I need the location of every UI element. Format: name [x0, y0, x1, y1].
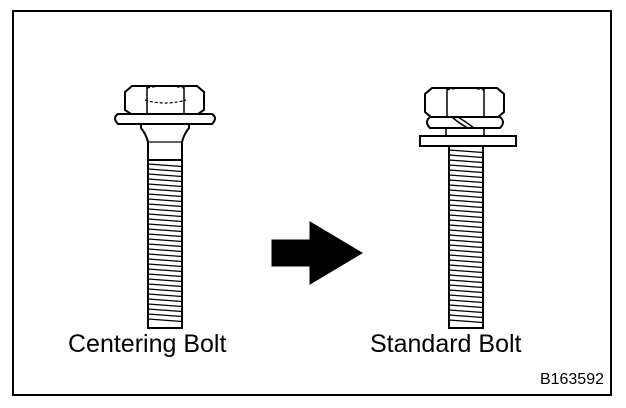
thread-line — [147, 253, 183, 258]
figure-code: B163592 — [539, 371, 604, 388]
diagram-frame — [12, 10, 612, 396]
centering-bolt-hex-head — [124, 85, 205, 115]
thread-line — [147, 288, 183, 293]
thread-line — [448, 189, 484, 194]
thread-line — [448, 164, 484, 169]
thread-line — [448, 194, 484, 199]
thread-line — [448, 269, 484, 274]
thread-line — [448, 204, 484, 209]
centering-bolt-label: Centering Bolt — [68, 330, 227, 358]
thread-line — [147, 248, 183, 253]
thread-line — [448, 239, 484, 244]
thread-line — [147, 273, 183, 278]
thread-line — [147, 238, 183, 243]
thread-line — [448, 254, 484, 259]
thread-line — [448, 314, 484, 319]
thread-line — [448, 259, 484, 264]
thread-line — [147, 173, 183, 178]
thread-line — [147, 183, 183, 188]
thread-line — [448, 289, 484, 294]
thread-line — [448, 174, 484, 179]
thread-line — [448, 209, 484, 214]
thread-line — [147, 263, 183, 268]
centering-bolt-threads — [147, 163, 183, 323]
thread-line — [147, 218, 183, 223]
thread-line — [147, 208, 183, 213]
thread-line — [448, 229, 484, 234]
thread-line — [448, 199, 484, 204]
standard-bolt-threads — [448, 149, 484, 324]
thread-line — [448, 284, 484, 289]
thread-line — [147, 293, 183, 298]
thread-line — [448, 244, 484, 249]
thread-line — [448, 234, 484, 239]
thread-line — [448, 159, 484, 164]
thread-line — [448, 154, 484, 159]
thread-line — [448, 319, 484, 324]
thread-line — [147, 163, 183, 168]
thread-line — [147, 313, 183, 318]
thread-line — [147, 308, 183, 313]
standard-bolt-hex-head — [424, 87, 505, 118]
centering-bolt-flange — [114, 113, 216, 125]
thread-line — [448, 149, 484, 154]
standard-bolt-label: Standard Bolt — [370, 330, 522, 358]
thread-line — [147, 193, 183, 198]
thread-line — [147, 243, 183, 248]
thread-line — [147, 213, 183, 218]
thread-line — [147, 198, 183, 203]
thread-line — [448, 214, 484, 219]
thread-line — [147, 283, 183, 288]
thread-line — [448, 264, 484, 269]
thread-line — [448, 279, 484, 284]
thread-line — [147, 318, 183, 323]
thread-line — [147, 303, 183, 308]
thread-line — [448, 309, 484, 314]
thread-line — [147, 228, 183, 233]
thread-line — [147, 223, 183, 228]
thread-line — [147, 188, 183, 193]
thread-line — [147, 178, 183, 183]
standard-bolt-flat-washer — [419, 135, 517, 147]
thread-line — [448, 299, 484, 304]
thread-line — [448, 304, 484, 309]
thread-line — [147, 233, 183, 238]
centering-bolt — [114, 85, 216, 329]
thread-line — [448, 294, 484, 299]
thread-line — [448, 249, 484, 254]
thread-line — [147, 258, 183, 263]
thread-line — [147, 268, 183, 273]
thread-line — [448, 169, 484, 174]
thread-line — [147, 278, 183, 283]
right-arrow — [271, 221, 363, 285]
thread-line — [147, 298, 183, 303]
thread-line — [448, 274, 484, 279]
thread-line — [448, 219, 484, 224]
thread-line — [448, 184, 484, 189]
standard-bolt — [419, 87, 517, 329]
thread-line — [147, 203, 183, 208]
thread-line — [448, 224, 484, 229]
thread-line — [448, 179, 484, 184]
standard-bolt-spring-washer — [426, 116, 504, 129]
thread-line — [147, 168, 183, 173]
